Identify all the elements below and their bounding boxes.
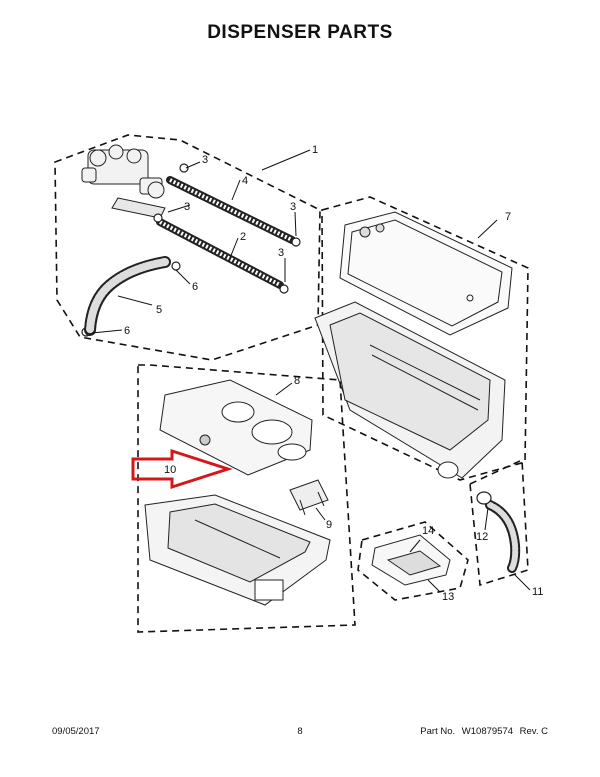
fill-hose-5 bbox=[84, 256, 171, 336]
callout-labels: 1 3 4 3 3 2 3 6 5 6 7 8 10 9 14 12 13 11 bbox=[124, 144, 543, 603]
vent-hose-11 bbox=[476, 491, 521, 573]
group-11-boundary bbox=[469, 458, 529, 587]
callout-12: 12 bbox=[476, 531, 488, 543]
part-number: W10879574 bbox=[461, 726, 514, 737]
callout-13: 13 bbox=[442, 591, 454, 603]
footer-page-number: 8 bbox=[297, 726, 303, 737]
callout-6a: 6 bbox=[192, 281, 198, 293]
hose-4 bbox=[166, 176, 301, 247]
inlet-valve-assembly bbox=[81, 144, 166, 219]
callout-6b: 6 bbox=[124, 325, 130, 337]
page-title: DISPENSER PARTS bbox=[207, 22, 393, 43]
drawer-handle-13 bbox=[371, 534, 451, 586]
group-8-boundary bbox=[137, 364, 356, 633]
dispenser-housing-top bbox=[339, 211, 513, 336]
part-label: Part No. bbox=[420, 726, 456, 737]
callout-9: 9 bbox=[326, 519, 332, 531]
highlight-arrow bbox=[131, 448, 233, 490]
bracket-9 bbox=[289, 479, 329, 516]
callout-4: 4 bbox=[242, 175, 248, 187]
group-13-boundary bbox=[357, 521, 469, 601]
dispenser-drawer bbox=[144, 494, 331, 606]
dispenser-housing-tub bbox=[314, 301, 506, 479]
callout-5: 5 bbox=[156, 304, 162, 316]
callout-7: 7 bbox=[505, 211, 511, 223]
callout-3a: 3 bbox=[202, 154, 208, 166]
leader-lines bbox=[91, 149, 531, 593]
revision: Rev. C bbox=[519, 726, 548, 737]
drawer-insert-10 bbox=[159, 379, 313, 476]
callout-10: 10 bbox=[164, 464, 176, 476]
group-7-boundary bbox=[321, 196, 529, 481]
callout-1: 1 bbox=[312, 144, 318, 156]
footer-part-number: Part No. W10879574 Rev. C bbox=[416, 726, 548, 737]
callout-2: 2 bbox=[240, 231, 246, 243]
callout-3d: 3 bbox=[278, 247, 284, 259]
callout-8: 8 bbox=[294, 375, 300, 387]
callout-14: 14 bbox=[422, 525, 434, 537]
callout-3b: 3 bbox=[184, 201, 190, 213]
footer-date: 09/05/2017 bbox=[52, 726, 100, 737]
callout-11: 11 bbox=[532, 586, 543, 598]
callout-3c: 3 bbox=[290, 201, 296, 213]
hose-2 bbox=[156, 218, 289, 294]
